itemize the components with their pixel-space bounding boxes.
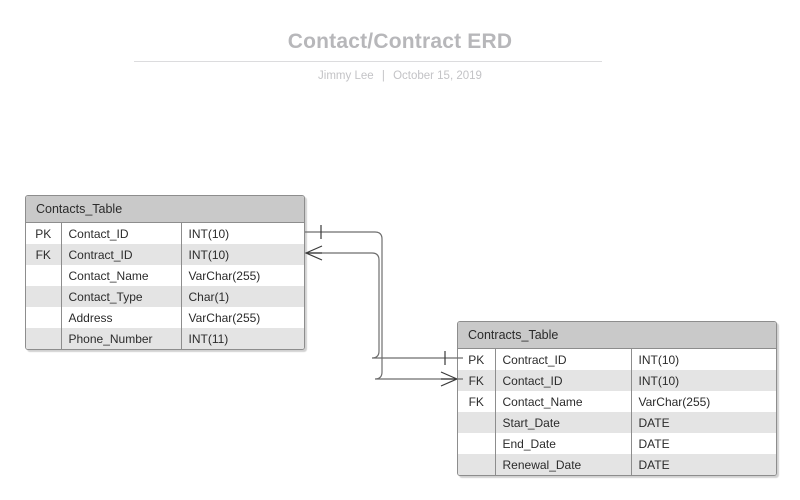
row-type: INT(10) xyxy=(631,349,776,370)
row-name: Start_Date xyxy=(495,412,632,433)
table-row[interactable]: PK Contract_ID INT(10) xyxy=(458,349,776,370)
row-key: FK xyxy=(458,391,496,412)
byline-date: October 15, 2019 xyxy=(393,70,482,82)
row-name: Address xyxy=(61,307,182,328)
row-key: FK xyxy=(26,244,62,265)
row-name: Contract_ID xyxy=(495,349,632,370)
row-key xyxy=(26,328,62,349)
table-row[interactable]: Contact_Type Char(1) xyxy=(26,286,304,307)
row-key xyxy=(458,454,496,475)
table-row[interactable]: Contact_Name VarChar(255) xyxy=(26,265,304,286)
byline-separator: | xyxy=(381,70,385,82)
row-key xyxy=(458,433,496,454)
row-key: PK xyxy=(458,349,496,370)
row-type: VarChar(255) xyxy=(631,391,776,412)
title-divider xyxy=(134,61,602,62)
row-key xyxy=(26,307,62,328)
row-type: DATE xyxy=(631,412,776,433)
cardinality-many-icon xyxy=(305,245,323,261)
entity-contracts-table[interactable]: Contracts_Table PK Contract_ID INT(10) F… xyxy=(457,321,777,476)
row-type: DATE xyxy=(631,433,776,454)
relationship-contacts-pk-to-contracts-fk xyxy=(305,225,463,387)
row-name: Contact_Type xyxy=(61,286,182,307)
relationship-line xyxy=(305,231,463,380)
entity-body-contracts: PK Contract_ID INT(10) FK Contact_ID INT… xyxy=(458,349,776,475)
cardinality-many-icon xyxy=(440,371,458,387)
table-row[interactable]: End_Date DATE xyxy=(458,433,776,454)
table-row[interactable]: Renewal_Date DATE xyxy=(458,454,776,475)
table-row[interactable]: FK Contact_Name VarChar(255) xyxy=(458,391,776,412)
table-row[interactable]: FK Contact_ID INT(10) xyxy=(458,370,776,391)
table-row[interactable]: Start_Date DATE xyxy=(458,412,776,433)
table-row[interactable]: PK Contact_ID INT(10) xyxy=(26,223,304,244)
row-name: Contact_Name xyxy=(61,265,182,286)
byline-author: Jimmy Lee xyxy=(318,70,374,82)
row-name: Contract_ID xyxy=(61,244,182,265)
row-type: Char(1) xyxy=(181,286,304,307)
row-type: VarChar(255) xyxy=(181,265,304,286)
row-name: Contact_ID xyxy=(61,223,182,244)
row-type: INT(11) xyxy=(181,328,304,349)
row-type: INT(10) xyxy=(631,370,776,391)
row-name: Contact_ID xyxy=(495,370,632,391)
entity-body-contacts: PK Contact_ID INT(10) FK Contract_ID INT… xyxy=(26,223,304,349)
row-name: Renewal_Date xyxy=(495,454,632,475)
row-key xyxy=(26,286,62,307)
table-row[interactable]: FK Contract_ID INT(10) xyxy=(26,244,304,265)
row-key xyxy=(458,412,496,433)
page-title: Contact/Contract ERD xyxy=(287,30,513,53)
relationship-line xyxy=(305,252,463,359)
entity-contacts-table[interactable]: Contacts_Table PK Contact_ID INT(10) FK … xyxy=(25,195,305,350)
table-row[interactable]: Phone_Number INT(11) xyxy=(26,328,304,349)
entity-header-contracts: Contracts_Table xyxy=(458,322,776,349)
row-key: FK xyxy=(458,370,496,391)
table-row[interactable]: Address VarChar(255) xyxy=(26,307,304,328)
relationship-contracts-pk-to-contacts-fk xyxy=(305,245,463,365)
row-type: INT(10) xyxy=(181,244,304,265)
row-name: Phone_Number xyxy=(61,328,182,349)
byline: Jimmy Lee | October 15, 2019 xyxy=(0,70,800,82)
entity-header-contacts: Contacts_Table xyxy=(26,196,304,223)
row-name: Contact_Name xyxy=(495,391,632,412)
row-key: PK xyxy=(26,223,62,244)
row-key xyxy=(26,265,62,286)
row-type: INT(10) xyxy=(181,223,304,244)
row-type: VarChar(255) xyxy=(181,307,304,328)
row-type: DATE xyxy=(631,454,776,475)
row-name: End_Date xyxy=(495,433,632,454)
